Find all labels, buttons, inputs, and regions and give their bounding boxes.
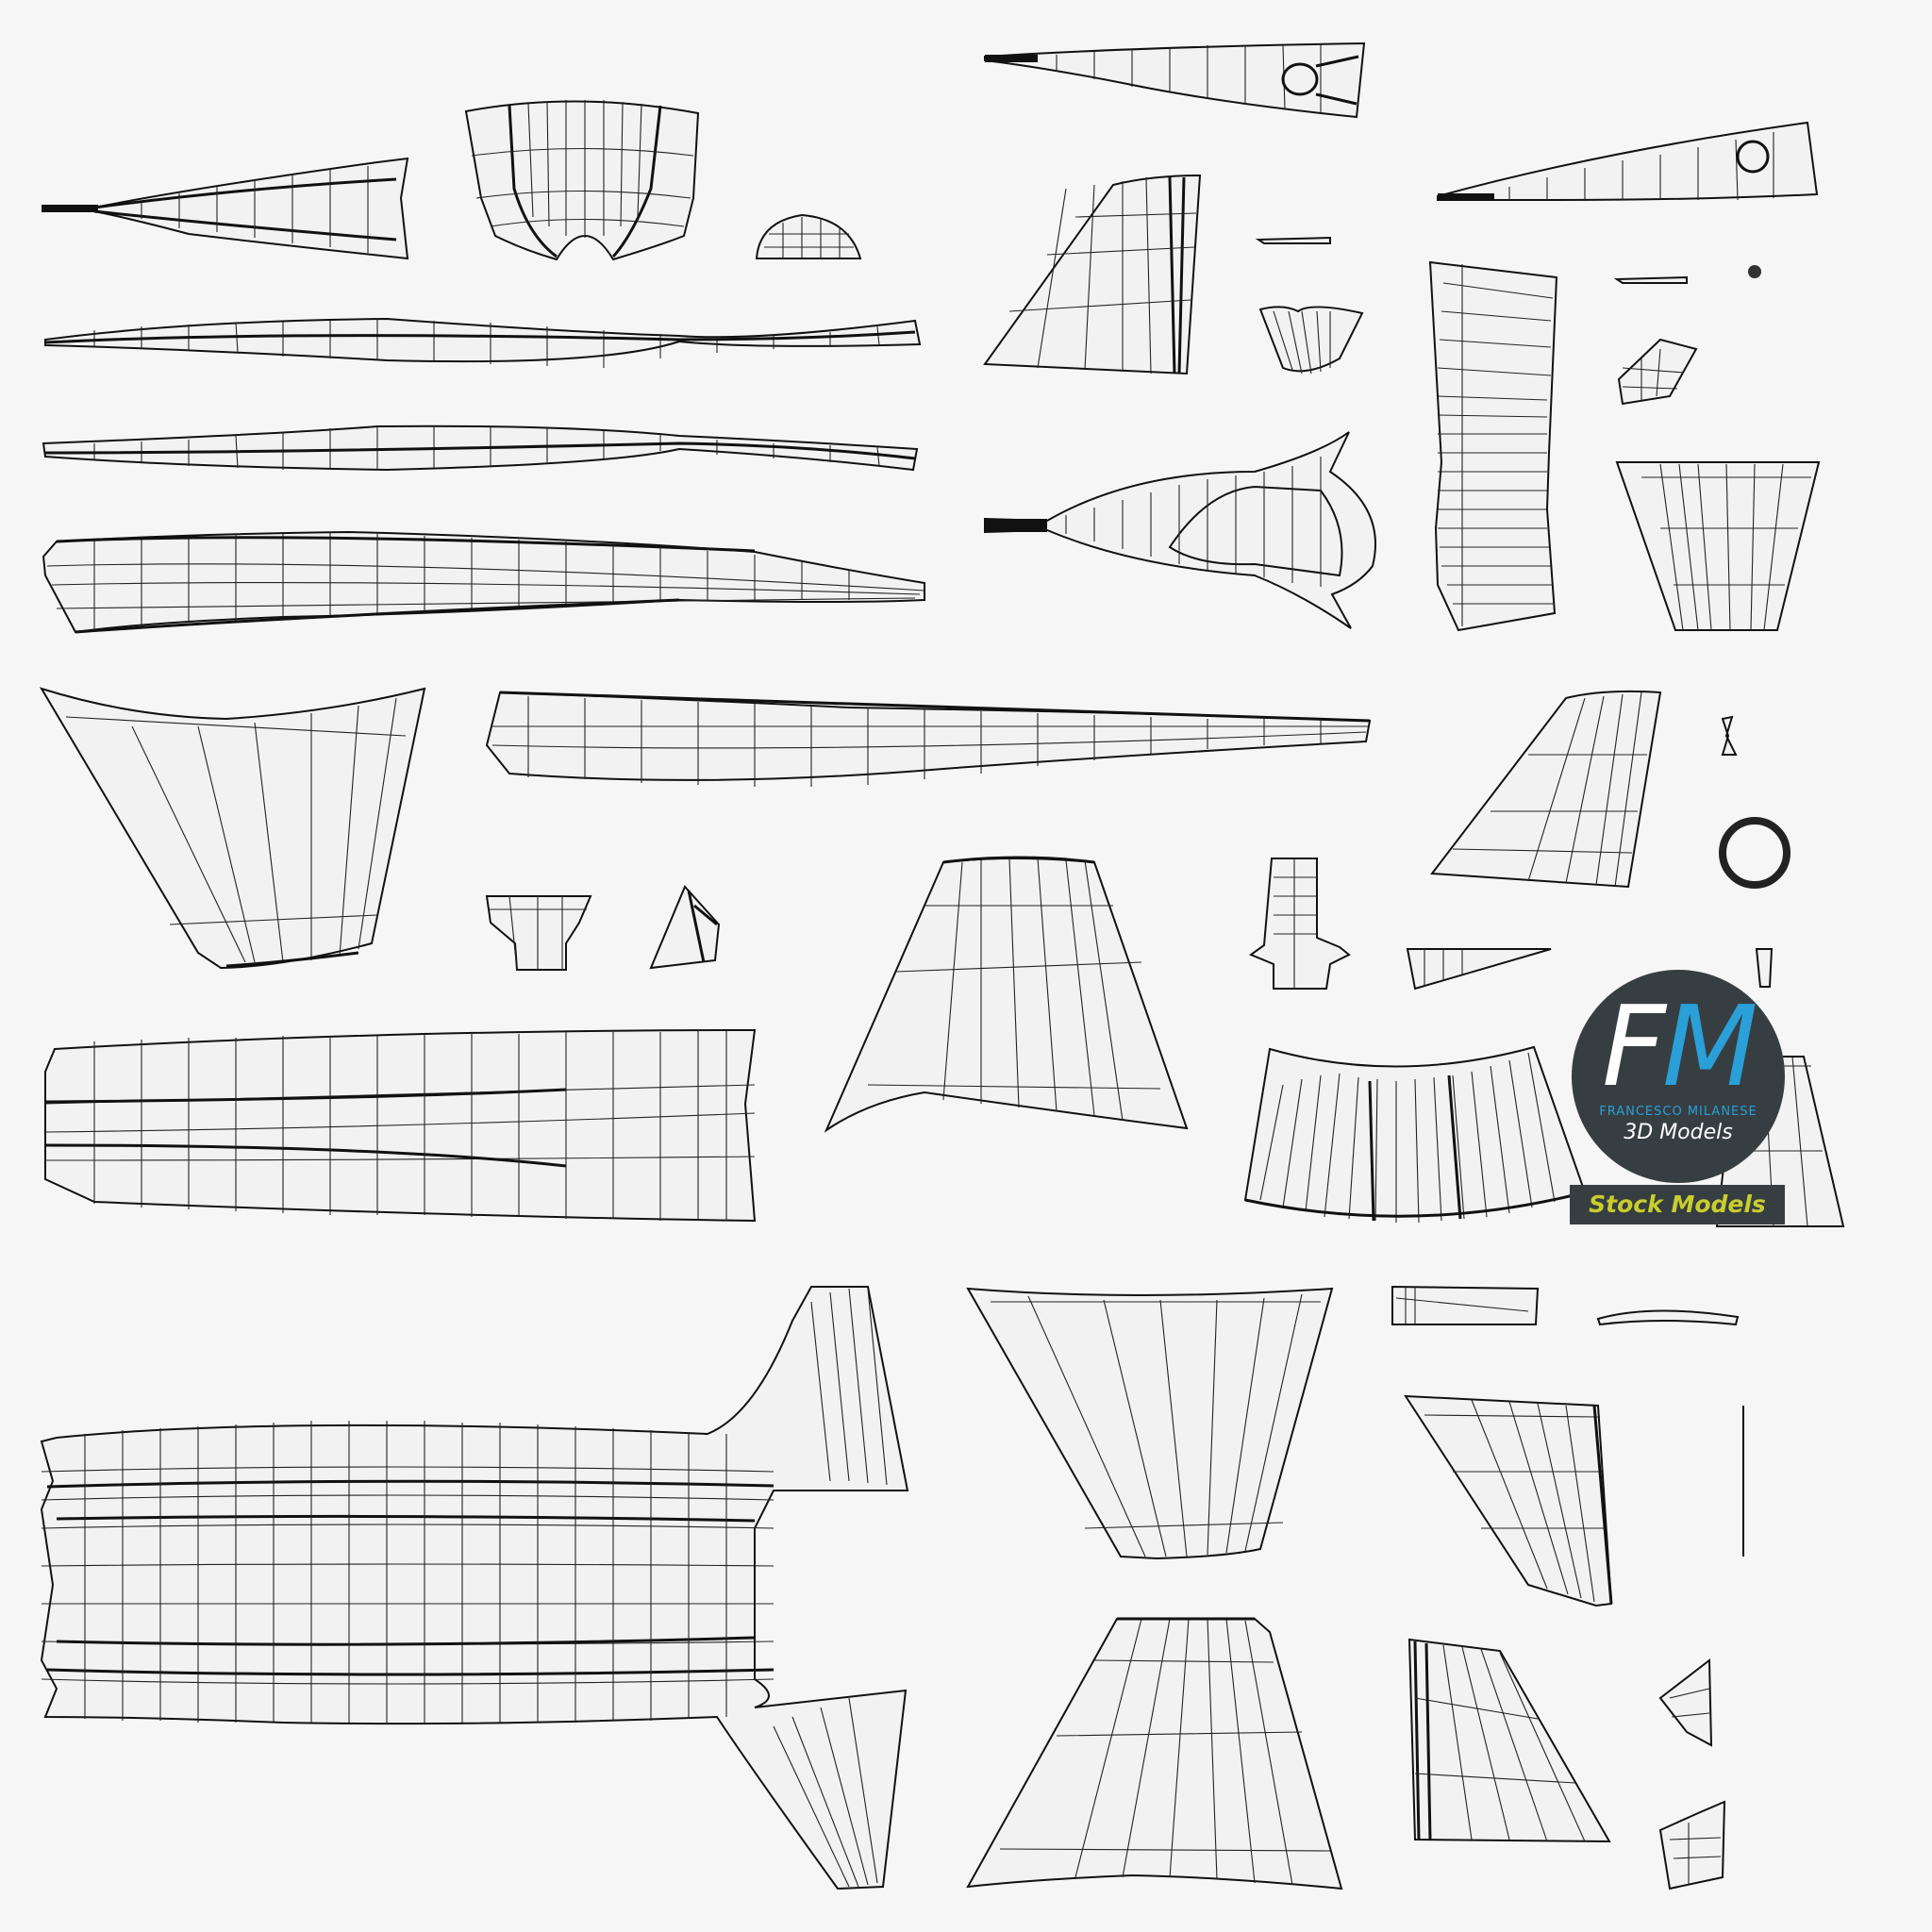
uv-island-nose-cone-top: [984, 42, 1366, 119]
uv-island-tapered-panel-lower-1: [966, 1287, 1334, 1560]
uv-island-fuselage-strip-1: [44, 317, 922, 368]
uv-island-fuselage-strip-2: [42, 425, 919, 472]
uv-island-small-pieces: [1255, 236, 1790, 1890]
uv-island-fuselage-large: [44, 1028, 757, 1223]
uv-island-curved-skirt: [1243, 1045, 1587, 1224]
uv-island-main-body-with-wings: [40, 1286, 909, 1890]
brand-logo-circle: FM FRANCESCO MILANESE 3D Models: [1572, 970, 1785, 1183]
uv-island-small-parts-middle: [485, 858, 1552, 991]
uv-island-tapered-panel-lower-2: [966, 1617, 1343, 1890]
uv-island-cowling-top: [464, 100, 700, 261]
uv-island-fuselage-strip-4: [485, 691, 1372, 787]
uv-island-tail-yoke: [984, 431, 1376, 629]
uv-island-tapered-panel-right: [1615, 461, 1821, 631]
uv-island-nose-cone-right: [1437, 121, 1819, 202]
uv-island-wing-panel-left: [39, 687, 426, 970]
logo-monogram: FM: [1572, 991, 1785, 1102]
uv-island-side-panel-vertical: [1428, 260, 1558, 632]
logo-subtitle: 3D Models: [1624, 1121, 1733, 1144]
logo-letter-f: F: [1602, 981, 1666, 1111]
stock-models-banner: Stock Models: [1570, 1185, 1785, 1224]
logo-letter-m: M: [1662, 981, 1758, 1111]
uv-island-fuselage-strip-3: [42, 530, 925, 634]
uv-island-fin-lower-2: [1407, 1638, 1611, 1843]
uv-island-vertical-fin-1: [983, 174, 1202, 375]
logo-author-name: FRANCESCO MILANESE: [1599, 1105, 1757, 1119]
uv-island-fin-lower-1: [1404, 1394, 1613, 1607]
uv-island-nose-cone-left: [41, 157, 409, 260]
uv-island-canopy-small: [755, 213, 862, 259]
uv-island-vertical-fin-2: [1430, 690, 1662, 889]
uv-island-tapered-panel-center: [824, 856, 1189, 1133]
